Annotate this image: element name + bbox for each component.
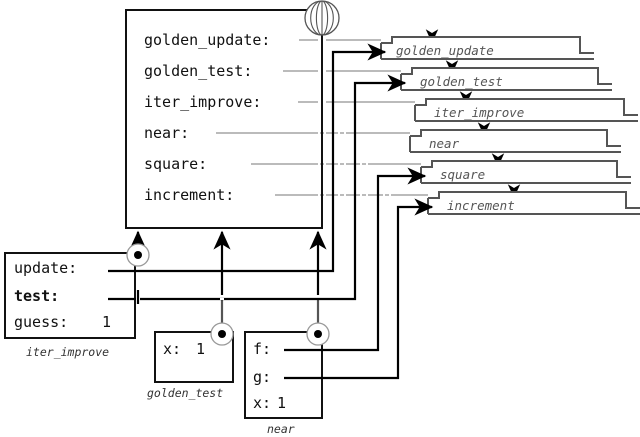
frame-binding-test: test: — [14, 287, 60, 305]
function-object-near — [409, 129, 621, 153]
function-label-golden_update: golden_update — [396, 43, 494, 58]
frame-binding-g: g: — [253, 368, 272, 386]
frame-box-near — [244, 331, 323, 419]
frame-binding-x-near-value: 1 — [277, 394, 287, 412]
frame-binding-x-near: x: — [253, 394, 272, 412]
frame-binding-x-golden_test-value: 1 — [196, 340, 206, 358]
frame-label-iter_improve: iter_improve — [26, 345, 110, 359]
frame-box-iter_improve — [4, 252, 136, 339]
global-binding-iter_improve: iter_improve: — [144, 93, 262, 111]
pointer-update-to-golden_update — [108, 43, 387, 273]
parent-pointer-near — [306, 230, 330, 346]
global-binding-square: square: — [144, 155, 208, 173]
binding-line-dashes — [320, 132, 389, 196]
global-binding-increment: increment: — [144, 186, 235, 204]
frame-binding-update: update: — [14, 259, 78, 277]
frame-label-near: near — [267, 422, 295, 436]
frame-binding-guess: guess: — [14, 313, 69, 331]
pointer-f-to-square — [284, 167, 427, 352]
globe-icon — [304, 0, 340, 36]
function-object-increment — [427, 191, 640, 215]
function-label-golden_test: golden_test — [420, 74, 503, 89]
function-object-golden_update — [380, 36, 594, 60]
function-label-square: square — [440, 167, 486, 182]
global-binding-golden_update: golden_update: — [144, 31, 271, 49]
parent-pointer-iter_improve — [126, 230, 150, 267]
frame-binding-f: f: — [253, 340, 272, 358]
frame-binding-x-golden_test: x: — [163, 340, 182, 358]
pointer-g-to-increment — [284, 198, 434, 380]
function-object-iter_improve — [414, 98, 638, 122]
pointer-test-to-golden_test — [108, 74, 407, 301]
function-object-golden_test — [400, 67, 612, 91]
pointer-crossing-gaps — [136, 290, 224, 304]
function-label-near: near — [429, 136, 460, 151]
function-object-square — [420, 160, 631, 184]
global-binding-near: near: — [144, 124, 190, 142]
function-label-increment: increment — [447, 198, 515, 213]
parent-pointer-golden_test — [210, 230, 234, 346]
frame-binding-guess-value: 1 — [102, 313, 112, 331]
global-frame-box — [125, 9, 323, 229]
frame-label-golden_test: golden_test — [147, 386, 224, 400]
function-label-iter_improve: iter_improve — [434, 105, 525, 120]
global-binding-golden_test: golden_test: — [144, 62, 253, 80]
